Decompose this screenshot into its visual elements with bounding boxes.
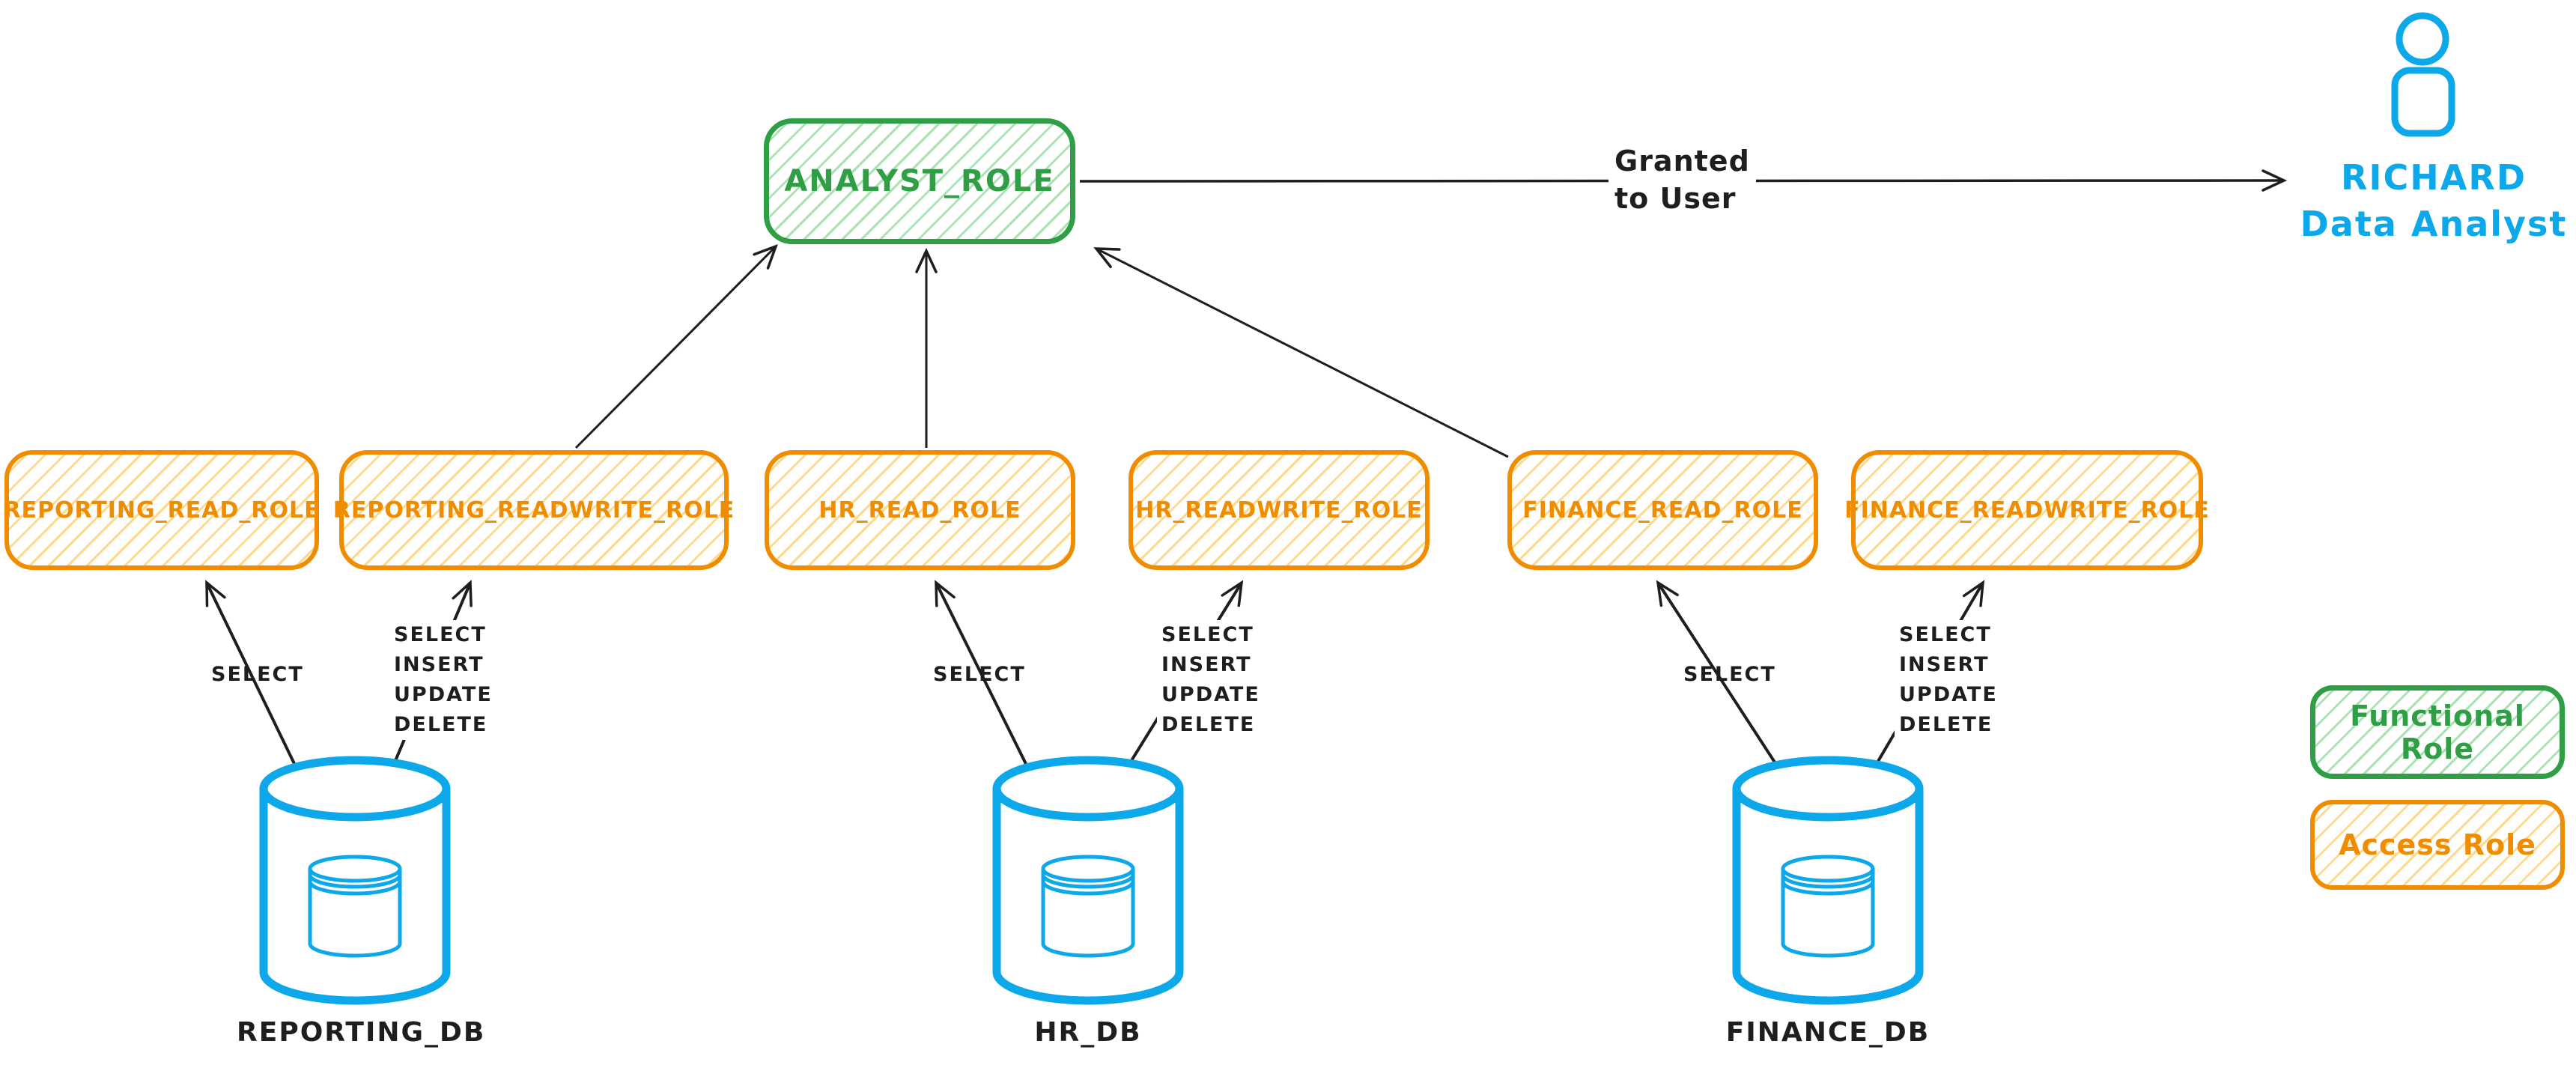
legend-access-role[interactable]: Access Role [2310, 800, 2565, 890]
database-icon-finance[interactable] [1731, 755, 1925, 1010]
edge-reportingdb-select[interactable] [205, 580, 300, 772]
granted-to-user-label: Granted to User [1609, 142, 1756, 217]
privileges-label-finance: SELECT INSERT UPDATE DELETE [1895, 620, 2002, 740]
node-reporting-read-role[interactable]: REPORTING_READ_ROLE [3, 450, 321, 570]
reporting-db-label: REPORTING_DB [237, 1017, 486, 1048]
node-finance-read-role[interactable]: FINANCE_READ_ROLE [1507, 450, 1818, 570]
database-icon-reporting[interactable] [258, 755, 452, 1010]
node-reporting-readwrite-role[interactable]: REPORTING_READWRITE_ROLE [333, 450, 734, 570]
edge-reporting-readwrite-to-analyst[interactable] [574, 244, 778, 449]
select-label-finance: SELECT [1683, 663, 1776, 686]
node-finance-readwrite-role[interactable]: FINANCE_READWRITE_ROLE [1844, 450, 2209, 570]
hr-readwrite-role-label: HR_READWRITE_ROLE [1135, 497, 1423, 524]
inner-database-glyph [1781, 855, 1875, 958]
database-icon-hr[interactable] [991, 755, 1185, 1010]
node-hr-readwrite-role[interactable]: HR_READWRITE_ROLE [1128, 450, 1430, 570]
legend-functional-role[interactable]: Functional Role [2310, 685, 2565, 779]
edge-finance-read-to-analyst[interactable] [1093, 247, 1509, 458]
inner-database-glyph [1041, 855, 1135, 958]
user-name-label: RICHARD Data Analyst [2291, 154, 2576, 247]
edge-hrdb-select[interactable] [935, 580, 1031, 772]
legend-functional-role-label: Functional Role [2350, 699, 2525, 765]
analyst-role-label: ANALYST_ROLE [784, 164, 1055, 198]
finance-read-role-label: FINANCE_READ_ROLE [1522, 497, 1803, 524]
hr-db-label: HR_DB [1034, 1017, 1142, 1048]
finance-readwrite-role-label: FINANCE_READWRITE_ROLE [1844, 497, 2210, 524]
select-label-hr: SELECT [933, 663, 1026, 686]
user-name: RICHARD [2341, 157, 2527, 198]
finance-db-label: FINANCE_DB [1725, 1017, 1931, 1048]
node-hr-read-role[interactable]: HR_READ_ROLE [765, 450, 1075, 570]
reporting-read-role-label: REPORTING_READ_ROLE [3, 497, 321, 524]
node-analyst-role[interactable]: ANALYST_ROLE [764, 118, 1075, 244]
inner-database-glyph [308, 855, 402, 958]
reporting-readwrite-role-label: REPORTING_READWRITE_ROLE [332, 497, 735, 524]
legend-access-role-label: Access Role [2339, 828, 2536, 861]
user-title: Data Analyst [2300, 204, 2568, 244]
hr-read-role-label: HR_READ_ROLE [818, 497, 1021, 524]
privileges-label-reporting: SELECT INSERT UPDATE DELETE [389, 620, 497, 740]
privileges-label-hr: SELECT INSERT UPDATE DELETE [1157, 620, 1265, 740]
select-label-reporting: SELECT [211, 663, 304, 686]
edge-financedb-select[interactable] [1656, 580, 1782, 773]
user-icon[interactable] [2375, 9, 2470, 138]
